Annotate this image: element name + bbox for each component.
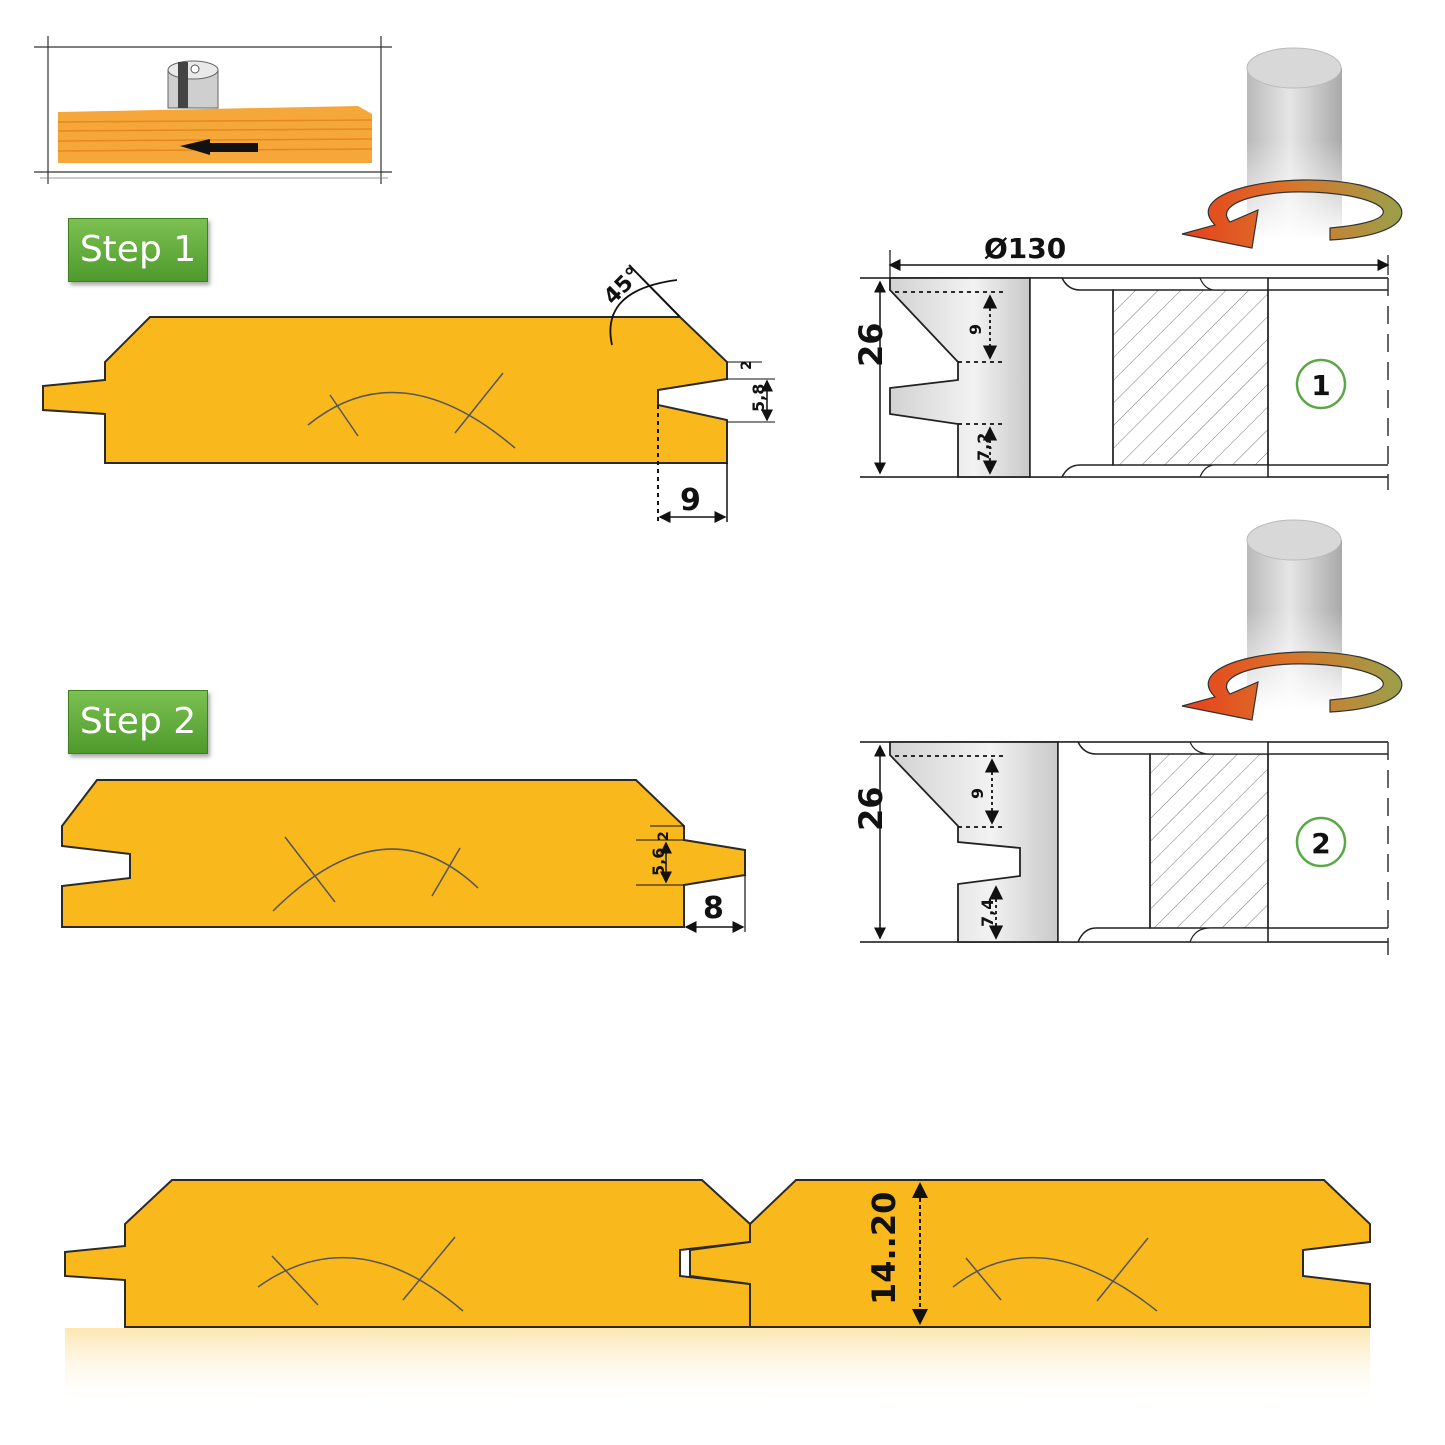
spindle-2: [1246, 519, 1342, 710]
cutter-height-label-2: 26: [852, 786, 890, 831]
profile-step-2: 2 5,6 8: [61, 779, 746, 933]
diameter-label: Ø130: [984, 232, 1066, 265]
cutter-2: 26 9 7,4 2: [852, 741, 1389, 955]
tongue-gap-label-1: 2: [739, 360, 755, 370]
cutter-number-1: 1: [1311, 369, 1330, 402]
cutter-upper-label-2: 9: [968, 788, 987, 799]
cutter-lower-label-2: 7,4: [978, 899, 997, 927]
rotation-arrow-1-icon: [1181, 179, 1403, 249]
cutter-lower-label-1: 7,2: [974, 433, 993, 461]
cutter-height-label-1: 26: [852, 322, 890, 367]
tongue-height-label-1: 5,8: [749, 384, 768, 412]
cutter-1: Ø130 26 9 7,2 1: [852, 232, 1390, 490]
cutter-upper-label-1: 9: [966, 324, 985, 335]
rotation-arrow-2-icon: [1181, 651, 1403, 721]
step-1-badge: Step 1: [68, 218, 208, 282]
spindle-1: [1246, 47, 1342, 240]
thickness-label: 14..20: [865, 1192, 903, 1305]
machine-sketch: [34, 36, 392, 184]
tongue-length-label-2: 8: [703, 891, 724, 926]
tongue-depth-label-1: 9: [680, 483, 701, 518]
profile-step-1: 45° 2 5,8 9: [42, 263, 775, 523]
tongue-gap-label-2: 2: [656, 831, 672, 841]
angle-label: 45°: [599, 263, 646, 310]
cutter-number-2: 2: [1311, 827, 1330, 860]
tongue-height-label-2: 5,6: [649, 848, 668, 876]
assembly: 14..20: [64, 1179, 1371, 1408]
step-2-badge: Step 2: [68, 690, 208, 754]
